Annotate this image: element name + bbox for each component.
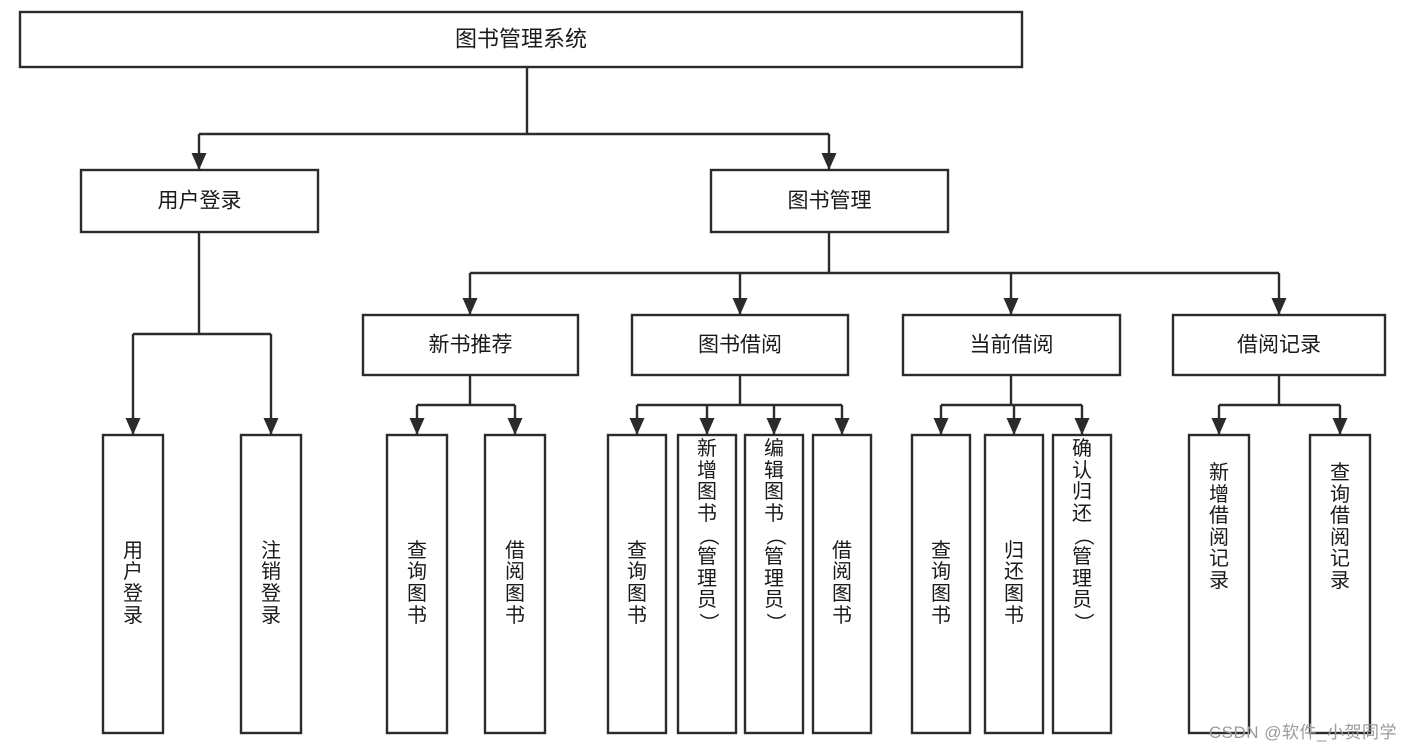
arrow-head-icon <box>1211 418 1227 435</box>
node-level2-box-1[interactable] <box>709 168 950 234</box>
connector-layer <box>125 67 1348 435</box>
node-level3-box-1[interactable] <box>630 313 850 377</box>
node-leaf-box-3[interactable] <box>483 433 547 735</box>
node-level2-label-1: 图书管理 <box>788 190 872 213</box>
node-leaf-box-8[interactable] <box>910 433 972 735</box>
node-box-layer <box>18 10 1387 735</box>
node-leaf-box-7[interactable] <box>811 433 873 735</box>
node-leaf-box-1[interactable] <box>239 433 303 735</box>
node-leaf-box-10[interactable] <box>1051 433 1113 735</box>
node-leaf-box-6[interactable] <box>743 433 805 735</box>
node-leaf-box-9[interactable] <box>983 433 1045 735</box>
arrow-head-icon <box>699 418 715 435</box>
node-level3-label-1: 图书借阅 <box>698 334 782 357</box>
node-level3-label-0: 新书推荐 <box>429 334 513 357</box>
arrow-head-icon <box>263 418 279 435</box>
node-leaf-box-4[interactable] <box>606 433 668 735</box>
node-root-box[interactable] <box>18 10 1024 69</box>
node-level3-box-0[interactable] <box>361 313 580 377</box>
arrow-head-icon <box>125 418 141 435</box>
arrow-head-icon <box>766 418 782 435</box>
arrow-head-icon <box>507 418 523 435</box>
arrow-head-icon <box>1271 298 1287 315</box>
arrow-head-icon <box>409 418 425 435</box>
arrow-head-icon <box>462 298 478 315</box>
node-level3-box-2[interactable] <box>901 313 1122 377</box>
node-level3-label-3: 借阅记录 <box>1237 334 1321 357</box>
node-level3-box-3[interactable] <box>1171 313 1387 377</box>
node-level2-label-0: 用户登录 <box>158 190 242 213</box>
node-level2-box-0[interactable] <box>79 168 320 234</box>
arrow-head-icon <box>821 153 837 170</box>
arrow-head-icon <box>933 418 949 435</box>
arrow-head-icon <box>1074 418 1090 435</box>
node-leaf-box-0[interactable] <box>101 433 165 735</box>
node-level3-label-2: 当前借阅 <box>970 334 1054 357</box>
node-leaf-box-2[interactable] <box>385 433 449 735</box>
arrow-head-icon <box>1006 418 1022 435</box>
arrow-head-icon <box>1332 418 1348 435</box>
arrow-head-icon <box>629 418 645 435</box>
arrow-head-icon <box>732 298 748 315</box>
node-root-label: 图书管理系统 <box>455 26 587 51</box>
arrow-head-icon <box>191 153 207 170</box>
arrow-head-icon <box>1003 298 1019 315</box>
node-leaf-box-11[interactable] <box>1187 433 1251 735</box>
node-leaf-box-12[interactable] <box>1308 433 1372 735</box>
arrow-head-icon <box>834 418 850 435</box>
watermark: CSDN @软件_小贺同学 <box>1208 723 1397 742</box>
node-leaf-box-5[interactable] <box>676 433 738 735</box>
